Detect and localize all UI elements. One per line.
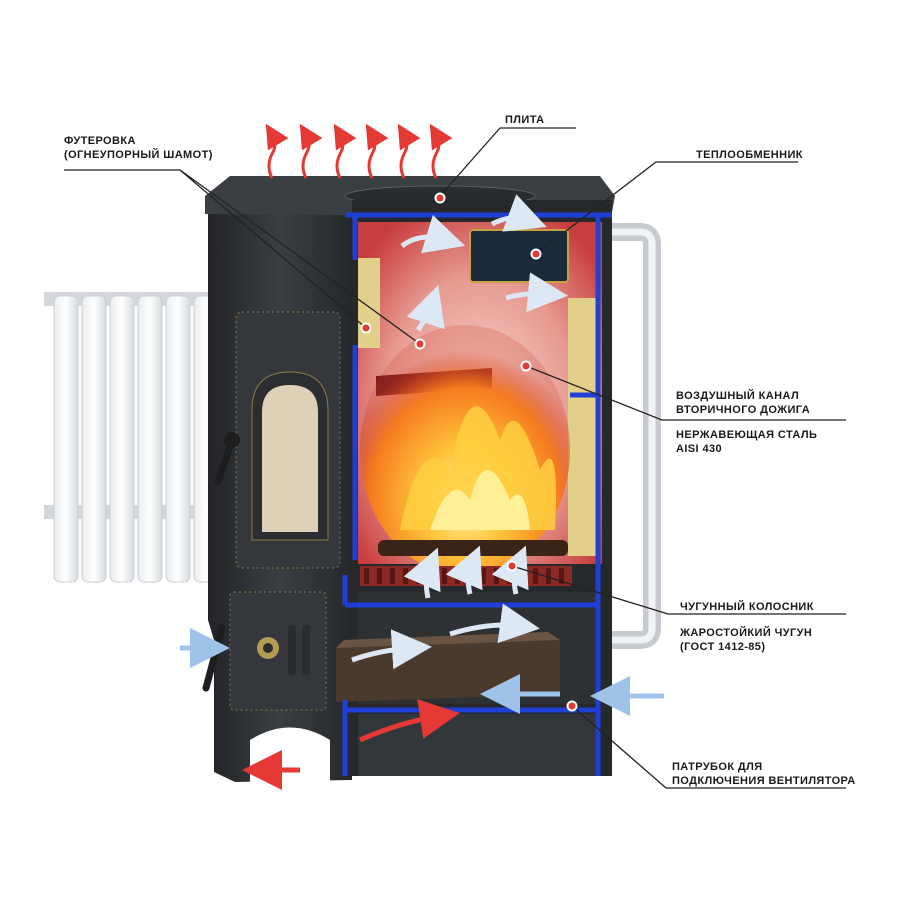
grate-bar: [403, 568, 408, 584]
label-fan-pipe: ПАТРУБОК ДЛЯ ПОДКЛЮЧЕНИЯ ВЕНТИЛЯТОРА: [672, 761, 856, 787]
grate-bar: [455, 568, 460, 584]
stove-door: [214, 311, 341, 569]
label-plita: ПЛИТА: [505, 114, 545, 126]
radiator-section: [53, 295, 79, 583]
label-teploobmennik: ТЕПЛООБМЕННИК: [696, 149, 803, 161]
grate-bar: [390, 568, 395, 584]
heat-arrows: [265, 123, 453, 179]
label-steel: НЕРЖАВЕЮЩАЯ СТАЛЬ AISI 430: [676, 429, 818, 455]
leader-lines: [64, 127, 846, 789]
label-futerovka: ФУТЕРОВКА (ОГНЕУПОРНЫЙ ШАМОТ): [64, 135, 213, 161]
radiator-section: [109, 295, 135, 583]
callout-dots: [360, 192, 578, 712]
radiator-section: [137, 295, 163, 583]
grate-bar: [546, 568, 551, 584]
label-grate: ЧУГУННЫЙ КОЛОСНИК: [680, 601, 814, 613]
label-grate-material: ЖАРОСТОЙКИЙ ЧУГУН (ГОСТ 1412-85): [680, 627, 813, 653]
grate-bar: [416, 568, 421, 584]
grate-bar: [494, 568, 499, 584]
radiator-section: [165, 295, 191, 583]
label-air-channel: ВОЗДУШНЫЙ КАНАЛ ВТОРИЧНОГО ДОЖИГА: [676, 390, 811, 416]
grate-bar: [364, 568, 369, 584]
radiator-section: [81, 295, 107, 583]
grate-bar: [442, 568, 447, 584]
water-pipe: [596, 223, 661, 649]
grate-bar: [377, 568, 382, 584]
grate-bar: [481, 568, 486, 584]
ash-door: [202, 591, 327, 711]
airflow-arrows: [180, 194, 664, 790]
grate-bar: [559, 568, 564, 584]
stove-cutaway: [336, 222, 602, 776]
radiator: [44, 292, 224, 583]
grate-bar: [533, 568, 538, 584]
